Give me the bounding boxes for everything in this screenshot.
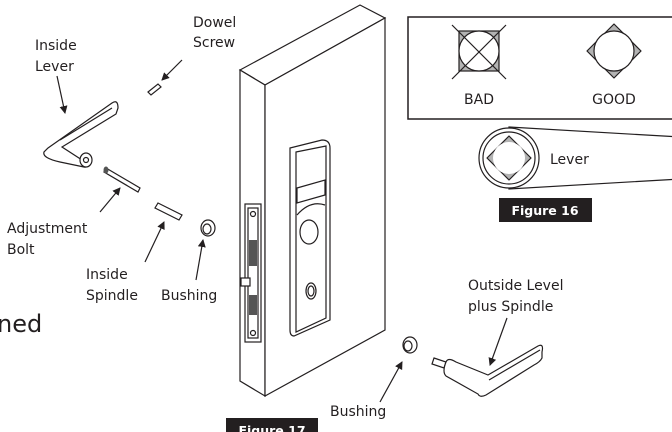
figure-16-caption: Figure 16 [511, 203, 578, 218]
label-dowel-screw-1: Dowel [193, 15, 236, 31]
good-label: GOOD [592, 92, 636, 108]
label-inside-lever-2: Lever [35, 59, 74, 75]
label-inside-lever-1: Inside [35, 38, 77, 54]
bad-label: BAD [464, 92, 494, 108]
escutcheon [289, 139, 331, 337]
bushing-inside [200, 219, 216, 237]
bad-good-box [407, 16, 672, 120]
arrow-dowel-screw [161, 59, 183, 81]
arrow-bushing-outside [379, 361, 403, 403]
figure-16-caption-bg [499, 198, 592, 222]
cropped-body-text: ned [0, 310, 42, 338]
label-inside-spindle-1: Inside [86, 267, 128, 283]
label-outside-lever-1: Outside Level [468, 278, 563, 294]
label-dowel-screw-2: Screw [193, 35, 235, 51]
inside-spindle [154, 202, 183, 221]
bad-fit-icon [451, 24, 507, 80]
figure-17-caption: Figure 17 [238, 423, 305, 432]
figure-17-caption-bg [226, 418, 318, 432]
arrow-inside-lever [56, 75, 68, 114]
dowel-screw [147, 83, 162, 96]
adjustment-bolt [103, 166, 141, 193]
inside-lever [43, 101, 119, 168]
outside-lever [431, 344, 544, 397]
lever-cross-section [478, 126, 672, 190]
bushing-outside [402, 336, 418, 354]
label-adjustment-bolt-2: Bolt [7, 242, 35, 258]
lever-label: Lever [550, 152, 589, 168]
arrow-outside-lever [488, 317, 508, 366]
mortise-faceplate [240, 203, 262, 343]
label-bushing-outside: Bushing [330, 404, 386, 420]
arrow-adjustment-bolt [99, 187, 121, 213]
arrow-bushing-inside [195, 239, 206, 281]
arrow-inside-spindle [144, 221, 165, 263]
label-outside-lever-2: plus Spindle [468, 299, 553, 315]
door [238, 4, 387, 398]
good-fit-icon [586, 23, 642, 79]
figure-16: BAD GOOD Lever Figure 16 [407, 16, 672, 222]
label-inside-spindle-2: Spindle [86, 288, 138, 304]
label-adjustment-bolt-1: Adjustment [7, 221, 88, 237]
label-bushing-inside: Bushing [161, 288, 217, 304]
